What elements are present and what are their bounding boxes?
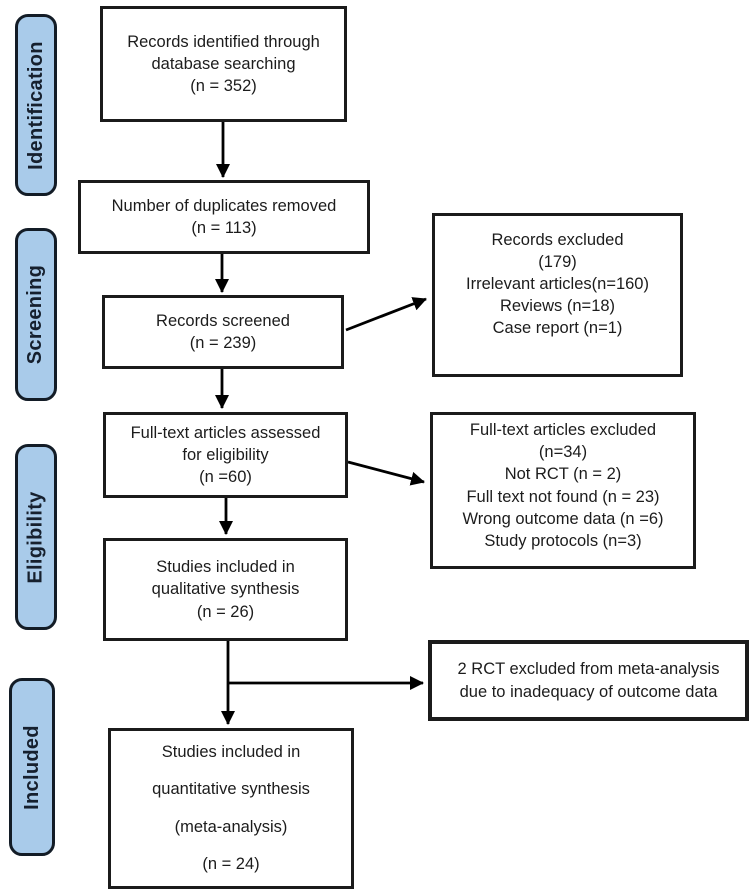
stage-label-text: Eligibility xyxy=(24,490,47,584)
arrow-fulltext-to-excluded xyxy=(347,460,425,486)
box-line: Full-text articles excluded xyxy=(469,421,657,440)
box-line: Records screened xyxy=(156,311,290,330)
box-qualitative-synthesis: Studies included in qualitative synthesi… xyxy=(103,538,348,641)
box-line: (179) xyxy=(538,252,577,271)
stage-label-text: Identification xyxy=(24,40,47,170)
box-records-screened: Records screened (n = 239) xyxy=(102,295,344,369)
box-line: due to inadequacy of outcome data xyxy=(459,682,718,701)
box-fulltext-assessed: Full-text articles assessed for eligibil… xyxy=(103,412,348,498)
box-duplicates-removed: Number of duplicates removed (n = 113) xyxy=(78,180,370,254)
box-meta-analysis-excluded: 2 RCT excluded from meta-analysis due to… xyxy=(428,640,749,721)
box-line: Studies included in xyxy=(161,743,301,762)
box-line: (n = 352) xyxy=(190,77,257,96)
box-line: Studies included in xyxy=(156,558,295,577)
box-records-identified: Records identified through database sear… xyxy=(100,6,347,122)
box-quantitative-synthesis: Studies included in quantitative synthes… xyxy=(108,728,354,889)
box-line: Not RCT (n = 2) xyxy=(504,465,622,484)
box-fulltext-excluded: Full-text articles excluded (n=34) Not R… xyxy=(430,412,696,569)
box-line: for eligibility xyxy=(182,445,269,464)
box-line: (n = 113) xyxy=(191,219,257,237)
box-line: Case report (n=1) xyxy=(492,319,623,338)
box-line: qualitative synthesis xyxy=(151,580,300,599)
box-line: (n = 26) xyxy=(196,602,255,621)
box-line: Number of duplicates removed xyxy=(111,196,337,215)
box-line: quantitative synthesis xyxy=(152,780,310,799)
box-line: (n = 239) xyxy=(189,334,257,352)
box-line: Irrelevant articles(n=160) xyxy=(466,274,649,293)
arrow-screened-to-excluded xyxy=(345,297,427,332)
box-line: (meta-analysis) xyxy=(174,817,288,836)
stage-label-identification: Identification xyxy=(15,14,57,196)
box-line: Reviews (n=18) xyxy=(499,297,616,316)
box-line: Study protocols (n=3) xyxy=(484,531,642,550)
box-records-excluded: Records excluded (179) Irrelevant articl… xyxy=(432,213,683,377)
box-line: Full text not found (n = 23) xyxy=(466,487,660,506)
box-line: Wrong outcome data (n =6) xyxy=(462,509,664,528)
box-line: (n = 24) xyxy=(202,854,260,873)
box-line: Records identified through xyxy=(127,32,320,51)
box-line: Records excluded xyxy=(491,230,624,249)
stage-label-eligibility: Eligibility xyxy=(15,444,57,630)
stage-label-included: Included xyxy=(9,678,55,856)
box-line: (n=34) xyxy=(538,443,588,462)
box-line: Full-text articles assessed xyxy=(130,423,321,442)
stage-label-text: Included xyxy=(20,724,43,810)
stage-label-screening: Screening xyxy=(15,228,57,401)
box-line: database searching xyxy=(151,54,296,73)
box-line: 2 RCT excluded from meta-analysis xyxy=(457,660,720,679)
box-line: (n =60) xyxy=(199,468,252,487)
stage-label-text: Screening xyxy=(24,264,47,365)
